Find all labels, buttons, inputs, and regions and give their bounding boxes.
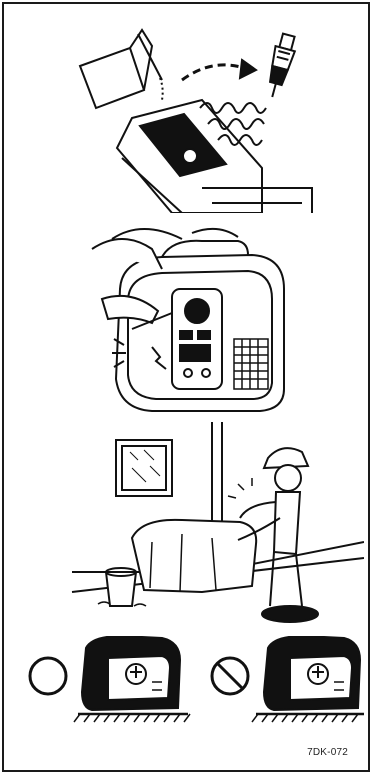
hand-pulling-starter-icon (12, 219, 364, 419)
figure-code-label: 7DK-072 (307, 747, 348, 758)
spark-plug-oil-illustration (12, 8, 364, 213)
allowed-circle-icon (30, 658, 66, 694)
prohibited-circle-icon (212, 658, 248, 694)
pull-starter-illustration (12, 219, 364, 419)
storage-position-icons (12, 636, 364, 746)
covered-generator-icon (12, 422, 364, 627)
oil-into-cylinder-icon (12, 8, 364, 213)
figure-frame: 7DK-072 (2, 2, 370, 772)
storage-position-illustration (12, 636, 364, 746)
storage-cover-illustration (12, 422, 364, 627)
